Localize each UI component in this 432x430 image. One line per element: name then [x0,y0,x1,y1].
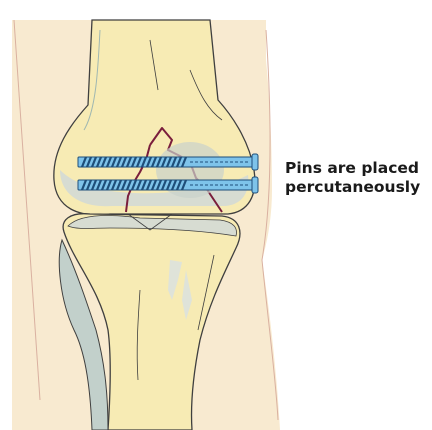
annotation-line-2: percutaneously [285,178,430,197]
pins-annotation: Pins are placed percutaneously [285,159,430,197]
annotation-line-1: Pins are placed [285,159,430,178]
